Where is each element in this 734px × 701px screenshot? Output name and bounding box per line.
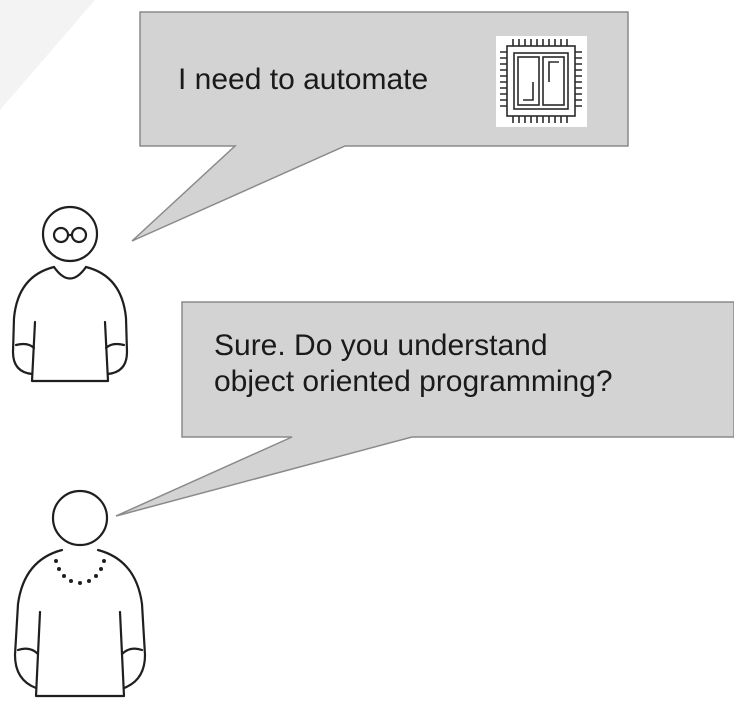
necklace-icon: [54, 559, 106, 585]
speech-bubble-1-text: I need to automate: [178, 63, 429, 96]
corner-shade: [0, 0, 95, 110]
person-with-necklace-icon: [13, 489, 147, 698]
speech-bubble-2-line-1: Sure. Do you understand: [214, 329, 548, 362]
microchip-icon: [496, 36, 587, 127]
person-with-glasses-icon: [11, 205, 129, 383]
speech-bubble-2-line-2: object oriented programming?: [214, 365, 613, 398]
speech-bubble-2-text: Sure. Do you understand object oriented …: [214, 328, 613, 400]
speech-bubble-2: [115, 301, 734, 517]
